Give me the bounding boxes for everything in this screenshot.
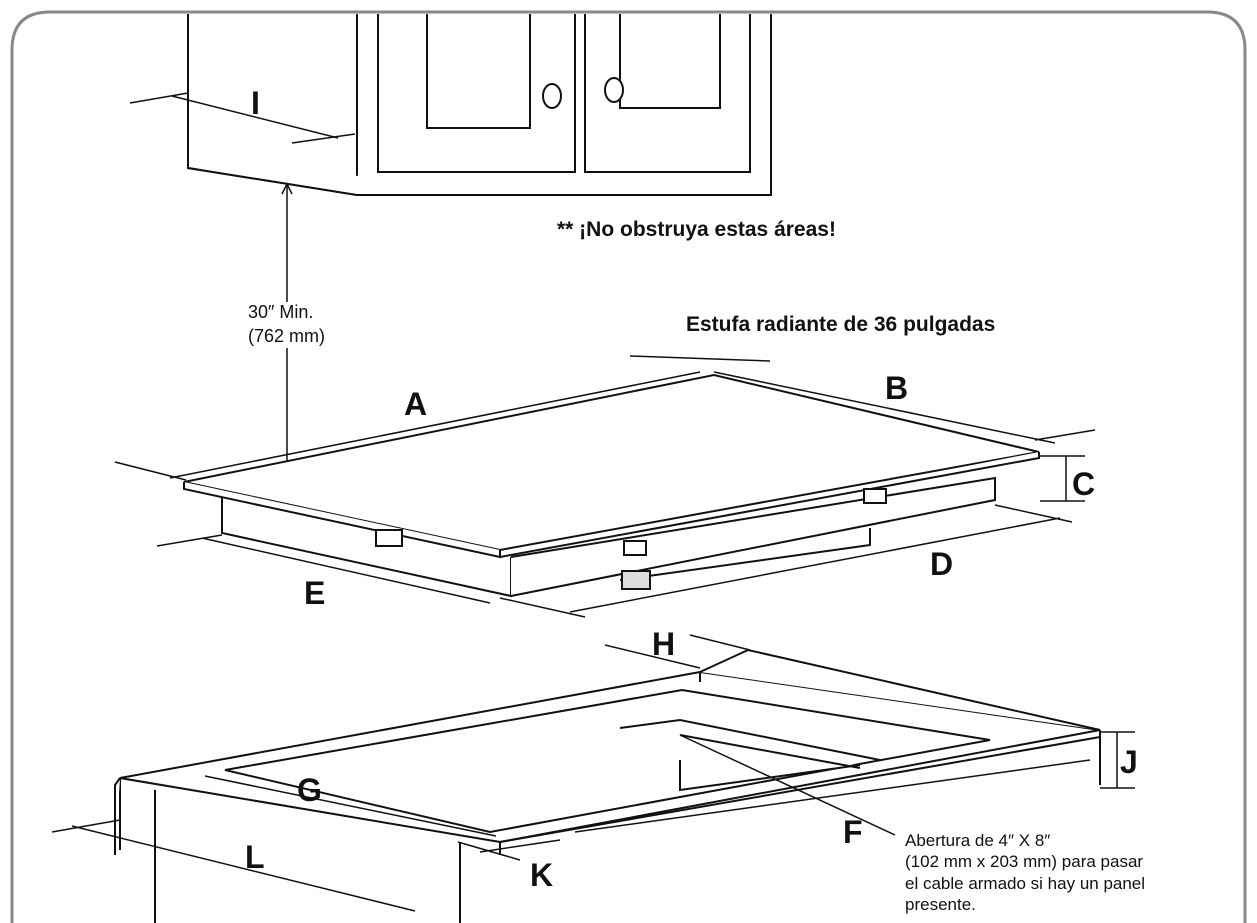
label-k: K xyxy=(530,857,554,893)
label-j: J xyxy=(1120,744,1138,780)
label-i: I xyxy=(251,85,260,121)
dimension-c xyxy=(1040,455,1085,502)
dimension-e xyxy=(156,534,491,604)
dimension-l xyxy=(51,819,416,912)
cooktop-title: Estufa radiante de 36 pulgadas xyxy=(686,313,996,336)
opening-note-line-4: presente. xyxy=(905,894,976,914)
clearance-line-1: 30″ Min. xyxy=(248,302,314,322)
label-d: D xyxy=(930,546,954,582)
opening-note-line-3: el cable armado si hay un panel xyxy=(905,873,1146,893)
dimension-i xyxy=(129,92,356,144)
label-c: C xyxy=(1072,466,1096,502)
dimension-d xyxy=(499,504,1073,618)
label-a: A xyxy=(404,386,428,422)
label-b: B xyxy=(885,370,909,406)
dimension-f xyxy=(574,759,1091,833)
dimension-a xyxy=(114,355,771,481)
cooktop xyxy=(183,373,1040,598)
clearance-line-2: (762 mm) xyxy=(248,326,326,346)
opening-note: Abertura de 4″ X 8″ (102 mm x 203 mm) pa… xyxy=(905,830,1205,915)
opening-note-line-1: Abertura de 4″ X 8″ xyxy=(905,831,1051,850)
label-g: G xyxy=(297,772,322,808)
dimension-b xyxy=(713,371,1096,444)
upper-cabinet xyxy=(187,14,772,197)
frame-border xyxy=(10,10,1247,923)
dimension-h xyxy=(604,634,751,669)
dimension-k xyxy=(457,839,561,861)
label-h: H xyxy=(652,626,676,662)
label-l: L xyxy=(245,839,265,875)
dimension-j xyxy=(1100,731,1135,789)
label-e: E xyxy=(304,575,326,611)
countertop xyxy=(114,648,1101,923)
warning-text: ** ¡No obstruya estas áreas! xyxy=(557,218,836,241)
label-f: F xyxy=(843,814,863,850)
opening-note-line-2: (102 mm x 203 mm) para pasar xyxy=(905,852,1144,872)
dimension-g xyxy=(204,775,497,837)
opening-leader-line xyxy=(679,734,896,836)
